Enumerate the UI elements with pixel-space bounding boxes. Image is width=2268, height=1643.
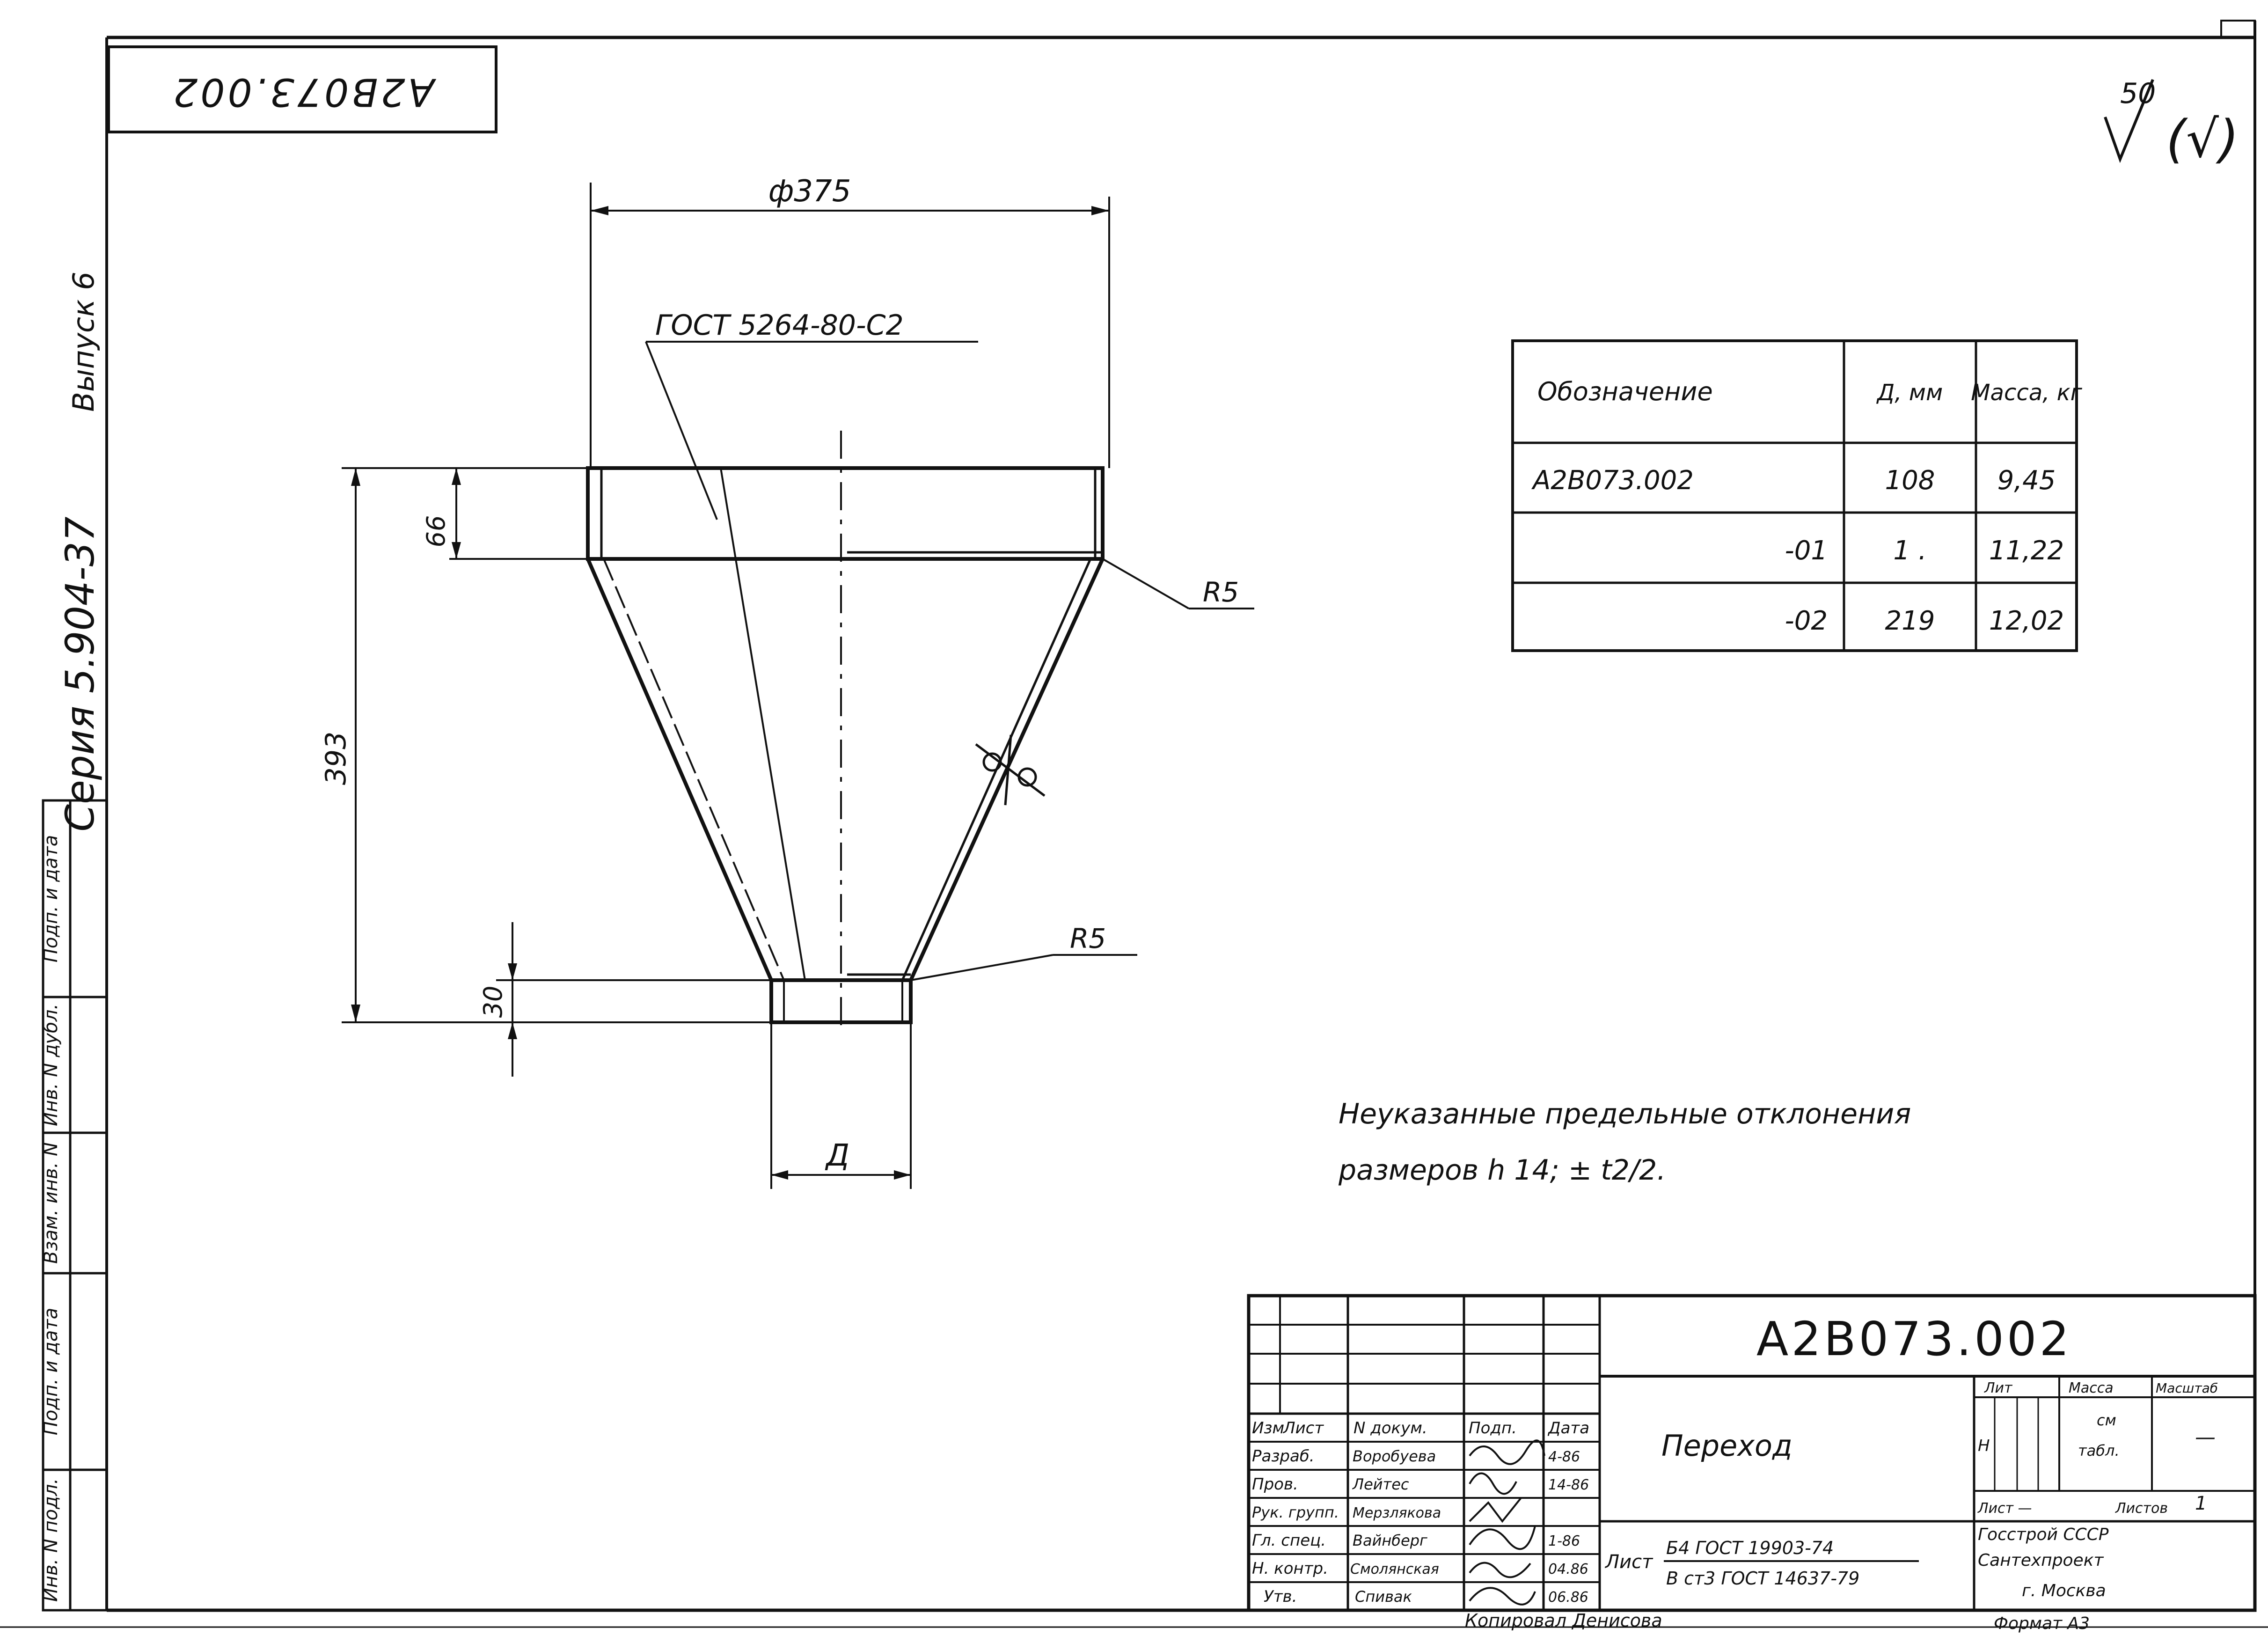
- title-block: Изм Лист N докум. Подп. Дата Разраб. Вор…: [1247, 1294, 2257, 1612]
- name-group-lead: Мерзлякова: [1353, 1505, 1441, 1521]
- material-line-2: В ст3 ГОСТ 14637-79: [1666, 1568, 1859, 1589]
- series-label: Серия 5.904-37: [57, 516, 103, 831]
- note-line-1: Неуказанные предельные отклонения: [1339, 1098, 1911, 1130]
- date-developer: 4-86: [1548, 1449, 1580, 1465]
- table-row-2-mass: 11,22: [1989, 535, 2064, 566]
- role-approved: Утв.: [1264, 1587, 1297, 1606]
- variants-table: Обозначение Д, мм Масса, кг А2В073.002 1…: [1511, 339, 2083, 652]
- dim-bottom-band: 30: [478, 986, 508, 1018]
- table-header-designation: Обозначение: [1537, 377, 1713, 406]
- table-row-2-d: 1 .: [1893, 535, 1926, 566]
- signatures: [1469, 1439, 1545, 1606]
- name-checker: Лейтес: [1352, 1475, 1409, 1493]
- col-header-date: Дата: [1547, 1419, 1589, 1438]
- format-label: Формат А3: [1994, 1614, 2090, 1633]
- role-norm-control: Н. контр.: [1252, 1559, 1328, 1578]
- role-group-lead: Рук. групп.: [1252, 1504, 1339, 1521]
- side-cell-label-4: Инв. N дубл.: [40, 1004, 62, 1126]
- sheet-frame: [0, 20, 2268, 1628]
- scale-header: Масштаб: [2156, 1380, 2218, 1396]
- name-approved: Спивак: [1355, 1588, 1412, 1606]
- radius-top-label: R5: [1203, 576, 1239, 608]
- rotated-doc-stamp: А2В073.002: [107, 45, 497, 133]
- material-prefix: Лист: [1604, 1551, 1653, 1573]
- date-chief-spec: 1-86: [1548, 1533, 1580, 1549]
- table-row-2-designation: -01: [1785, 535, 1828, 566]
- radius-bottom-label: R5: [1070, 923, 1106, 954]
- name-developer: Воробуева: [1353, 1447, 1436, 1465]
- table-row-1-designation: А2В073.002: [1531, 465, 1694, 496]
- title-doc-number: А2В073.002: [1756, 1312, 2072, 1366]
- table-row-3-d: 219: [1885, 606, 1935, 636]
- sheets-label: Листов: [2115, 1500, 2168, 1517]
- material-label: ГОСТ 5264-80-С2: [655, 309, 904, 342]
- date-checker: 14-86: [1548, 1477, 1589, 1493]
- org-line-1: Госстрой СССР: [1978, 1525, 2109, 1544]
- table-row-1-d: 108: [1885, 465, 1935, 496]
- table-row-3-mass: 12,02: [1989, 606, 2064, 636]
- side-cell-label-2: Подп. и дата: [40, 1308, 62, 1435]
- rotated-doc-number: А2В073.002: [170, 70, 437, 114]
- org-line-2: Сантехпроект: [1978, 1551, 2104, 1570]
- name-chief-spec: Вайнберг: [1353, 1532, 1427, 1549]
- role-checker: Пров.: [1252, 1475, 1298, 1494]
- date-norm-control: 04.86: [1548, 1561, 1588, 1577]
- mass-value-1: см: [2097, 1411, 2116, 1429]
- roughness-mark: 50 (√): [2104, 77, 2239, 169]
- col-header-doc: N докум.: [1353, 1419, 1427, 1438]
- col-header-list: Лист: [1282, 1419, 1324, 1438]
- mass-value-2: табл.: [2078, 1442, 2120, 1460]
- name-norm-control: Смолянская: [1350, 1561, 1439, 1577]
- mass-header: Масса: [2069, 1380, 2114, 1396]
- scale-value: —: [2195, 1425, 2216, 1449]
- table-row-1-mass: 9,45: [1997, 465, 2056, 496]
- org-line-3: г. Москва: [2022, 1581, 2106, 1600]
- sheets-value: 1: [2195, 1493, 2207, 1514]
- part-name: Переход: [1661, 1429, 1792, 1463]
- material-line-1: Б4 ГОСТ 19903-74: [1666, 1538, 1834, 1558]
- side-cell-label-5: Подп. и дата: [40, 835, 62, 962]
- col-header-sign: Подп.: [1469, 1419, 1517, 1438]
- issue-label: Выпуск 6: [66, 271, 101, 411]
- dim-top-diameter: ф375: [768, 174, 851, 209]
- table-row-3-designation: -02: [1785, 606, 1828, 636]
- note-line-2: размеров h 14; ± t2/2.: [1338, 1154, 1666, 1187]
- dim-bottom-diameter: Д: [825, 1138, 849, 1173]
- roughness-value: 50: [2120, 77, 2156, 110]
- footer: Копировал Денисова Формат А3: [1465, 1610, 2090, 1633]
- col-header-izm: Изм: [1252, 1419, 1284, 1438]
- table-header-mass: Масса, кг: [1971, 380, 2083, 406]
- dim-height: 393: [320, 732, 352, 785]
- side-column: Серия 5.904-37 Выпуск 6 Инв. N подл. Под…: [40, 271, 108, 1612]
- copied-by: Копировал Денисова: [1465, 1610, 1662, 1631]
- reducer-drawing: [586, 431, 1105, 1030]
- roughness-paren: (√): [2166, 109, 2239, 169]
- dim-top-band: 66: [421, 515, 451, 548]
- sheet-label: Лист —: [1977, 1500, 2032, 1517]
- dimensions: ф375 393 66 30 Д ГОСТ 5264-80-С2: [320, 174, 1254, 1189]
- weld-symbol: [975, 734, 1046, 806]
- role-developer: Разраб.: [1252, 1447, 1315, 1466]
- tolerance-note: Неуказанные предельные отклонения размер…: [1338, 1098, 1911, 1187]
- table-header-d: Д, мм: [1876, 380, 1943, 406]
- lit-value: Н: [1978, 1437, 1990, 1455]
- side-cell-label-1: Инв. N подл.: [40, 1478, 62, 1602]
- side-cell-label-3: Взам. инв. N: [40, 1142, 62, 1264]
- date-approved: 06.86: [1548, 1589, 1588, 1606]
- role-chief-spec: Гл. спец.: [1252, 1531, 1326, 1550]
- lit-header: Лит: [1984, 1380, 2013, 1396]
